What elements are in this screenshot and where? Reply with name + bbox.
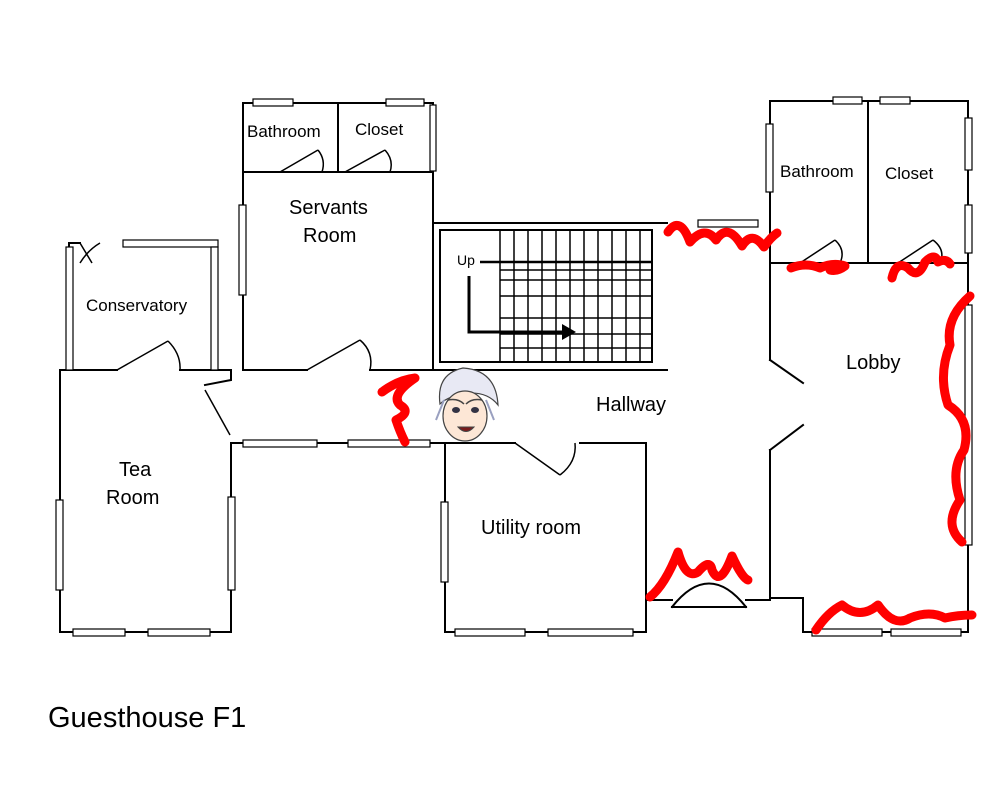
map-title: Guesthouse F1 xyxy=(48,702,247,734)
window xyxy=(547,628,634,637)
door-servants xyxy=(306,339,372,371)
hallway-label: Hallway xyxy=(596,394,667,416)
door-conservatory-top xyxy=(79,242,101,264)
window xyxy=(227,496,236,591)
exit-arch-curve xyxy=(670,582,748,609)
lobby-right-wall xyxy=(802,262,969,633)
utility-room-label: Utility room xyxy=(481,517,582,539)
window xyxy=(385,98,425,107)
bathroom-right-label: Bathroom xyxy=(780,162,854,181)
window xyxy=(122,239,219,248)
servants-room-label-1: Servants xyxy=(289,197,368,219)
closet-left-label: Closet xyxy=(355,120,404,139)
stairs xyxy=(467,230,652,362)
window xyxy=(890,628,962,637)
red-markings xyxy=(377,221,977,635)
character-marker xyxy=(435,367,499,442)
closet-right-label: Closet xyxy=(885,164,934,183)
red-mark-lobby-bottom xyxy=(811,600,977,635)
window xyxy=(832,96,863,105)
window xyxy=(55,499,64,591)
tea-room-label-2: Room xyxy=(106,487,160,509)
tea-room-corner xyxy=(203,369,232,387)
red-mark-lobby xyxy=(939,291,975,547)
lobby-left-wall xyxy=(769,449,804,599)
window xyxy=(879,96,911,105)
stair-wall-inner xyxy=(439,229,653,363)
window xyxy=(811,628,883,637)
doors xyxy=(79,149,943,476)
window xyxy=(72,628,126,637)
door-bathroom-right xyxy=(799,239,843,264)
red-mark-corridor xyxy=(377,373,420,447)
window xyxy=(964,117,973,171)
window xyxy=(964,204,973,254)
door-conservatory xyxy=(116,340,181,371)
window xyxy=(697,219,759,228)
window xyxy=(347,439,431,448)
servants-room-label-2: Room xyxy=(303,225,357,247)
window xyxy=(765,123,774,193)
tea-room-label-1: Tea xyxy=(119,459,152,481)
door-utility xyxy=(514,442,576,476)
red-mark-utility-exit xyxy=(645,547,753,602)
stair-arrow-head xyxy=(562,324,576,340)
window xyxy=(242,439,318,448)
lobby-angled-bottom xyxy=(768,423,805,452)
bathroom-left-label: Bathroom xyxy=(247,122,321,141)
door-bathroom-left xyxy=(279,149,325,173)
window xyxy=(210,246,219,371)
red-mark-stair-top xyxy=(663,221,782,252)
conservatory-label: Conservatory xyxy=(86,296,188,315)
window xyxy=(429,104,437,172)
door-tea-room xyxy=(204,389,231,436)
window xyxy=(252,98,294,107)
stairs-up-label: Up xyxy=(457,252,475,268)
red-mark-bath-right xyxy=(786,259,850,275)
lobby-label: Lobby xyxy=(846,352,901,374)
window xyxy=(238,204,247,296)
window xyxy=(147,628,211,637)
lobby-angled-top xyxy=(768,358,805,385)
red-mark-closet-right xyxy=(887,252,955,283)
window xyxy=(440,501,449,583)
door-closet-left xyxy=(344,149,392,173)
stair-direction-arrow xyxy=(467,276,568,334)
window xyxy=(454,628,526,637)
window xyxy=(65,246,74,371)
